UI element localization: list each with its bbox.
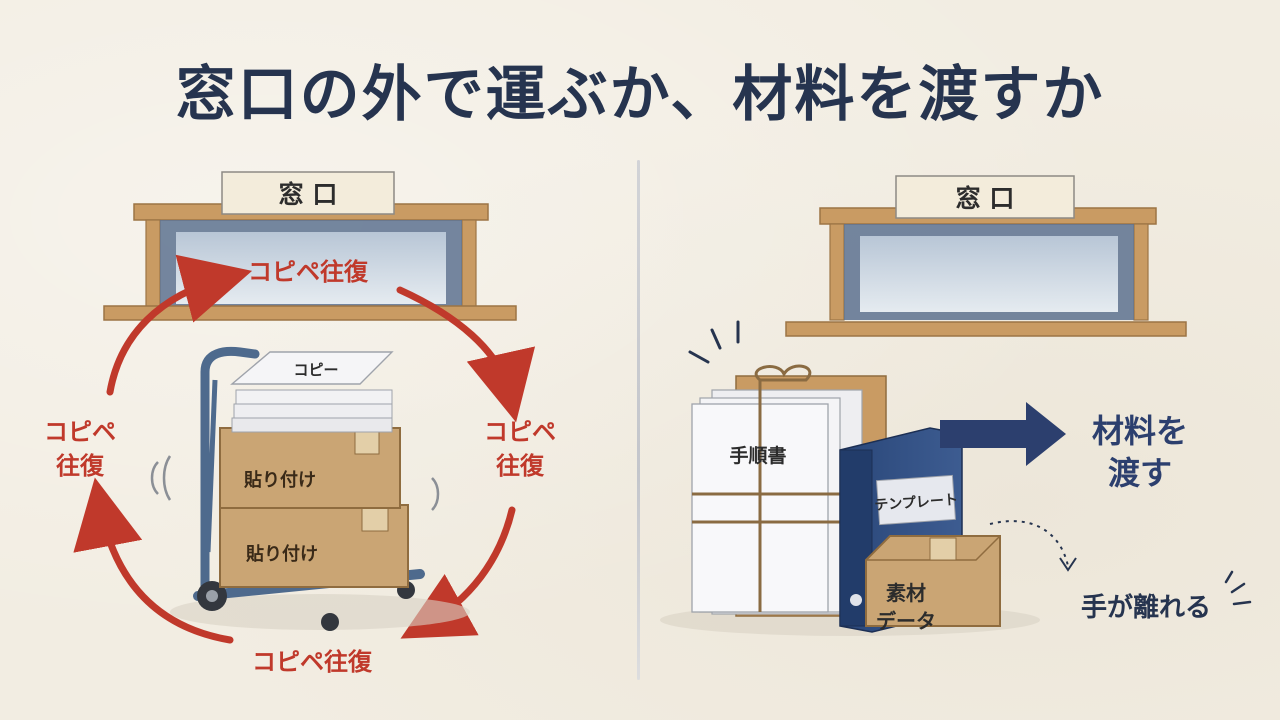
hands-off-text: 手が離れる [1081, 592, 1211, 623]
right-service-window [785, 207, 1187, 337]
loop-label-left-line2: 往復 [56, 452, 105, 480]
handoff-arrow: 材料を 渡す [940, 402, 1188, 492]
left-scene: 窓 口 コピペ往復 コピペ 往復 コピペ 往復 コピペ往復 [44, 171, 556, 676]
paper-stack: コピー [230, 351, 394, 433]
binder-label: テンプレート [874, 492, 959, 514]
material-box: 素材 データ [865, 535, 1001, 633]
right-window-sign: 窓 口 [895, 175, 1075, 219]
loop-label-bottom: コピペ往復 [252, 648, 373, 676]
material-box-label-line2: データ [876, 609, 936, 633]
right-window-sign-text: 窓 口 [956, 184, 1015, 213]
box-top-label: 貼り付け [244, 469, 316, 491]
cardboard-box-top: 貼り付け [219, 427, 401, 509]
loop-label-right-line2: 往復 [496, 452, 545, 480]
document-bundle-label: 手順書 [729, 444, 786, 467]
emphasis-marks [688, 320, 740, 364]
left-window-sign-text: 窓 口 [279, 180, 338, 209]
loop-label-right-line1: コピペ [484, 418, 556, 446]
document-bundle: 手順書 [691, 364, 887, 617]
handoff-text-line2: 渡す [1108, 454, 1172, 492]
left-window-sign: 窓 口 [221, 171, 395, 215]
hands-off-note: 手が離れる [989, 520, 1252, 623]
center-divider [637, 160, 640, 680]
loop-arrow-upper-right [396, 286, 536, 423]
paper-stack-label: コピー [293, 361, 338, 379]
loop-arrow-lower-left [73, 477, 234, 644]
box-bottom-label: 貼り付け [246, 543, 318, 565]
loop-label-left-line1: コピペ [44, 418, 116, 446]
loop-arrow-upper-left [106, 254, 253, 396]
material-box-label-line1: 素材 [886, 581, 926, 605]
right-scene: 窓 口 手順書 テンプレート [660, 175, 1252, 636]
cardboard-box-bottom: 貼り付け [219, 504, 409, 588]
handoff-text-line1: 材料を [1092, 412, 1188, 450]
copy-paste-loop: コピペ往復 コピペ 往復 コピペ 往復 コピペ往復 [44, 254, 556, 676]
loop-label-top: コピペ往復 [248, 258, 369, 286]
page-title: 窓口の外で運ぶか、材料を渡すか [175, 60, 1105, 130]
